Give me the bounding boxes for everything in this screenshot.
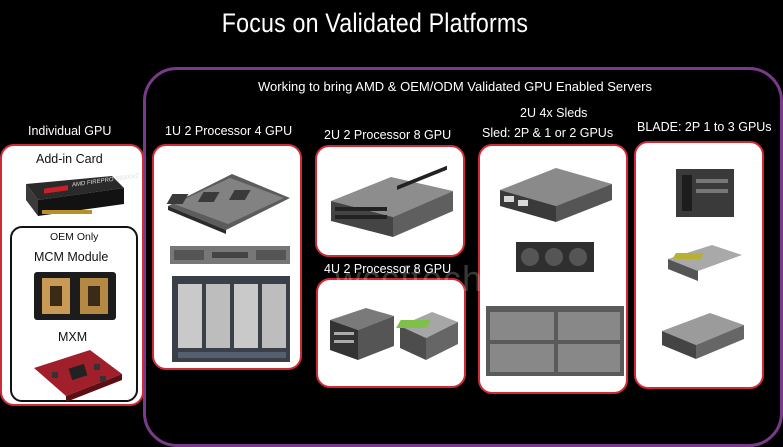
page-title: Focus on Validated Platforms [221, 8, 529, 38]
one-u-server-top-image [172, 276, 290, 362]
sleds-subheading: Sled: 2P & 1 or 2 GPUs [482, 126, 614, 140]
four-u-heading: 4U 2 Processor 8 GPU [324, 262, 452, 276]
mcm-module-label: MCM Module [34, 250, 109, 264]
individual-gpu-card: Add-in Card AMD FIREPRO S9300x2 OEM Only… [0, 144, 144, 406]
blade-server-image-2 [668, 245, 742, 281]
sleds-server-rear-image [516, 242, 594, 272]
one-u-server-front-image [170, 246, 290, 264]
four-u-server-front-image [330, 308, 394, 360]
sleds-heading: 2U 4x Sleds [520, 106, 588, 120]
mcm-module-image [34, 272, 116, 320]
two-u-heading: 2U 2 Processor 8 GPU [324, 128, 452, 142]
one-u-card [152, 144, 302, 370]
validated-servers-frame [143, 67, 783, 447]
mxm-label: MXM [58, 330, 88, 344]
four-u-server-open-image [396, 312, 458, 360]
addin-card-label: Add-in Card [36, 152, 103, 166]
one-u-server-open-image [166, 174, 290, 234]
four-u-card [316, 278, 466, 388]
oem-only-box: OEM Only MCM Module MXM [10, 226, 138, 402]
blade-card [634, 141, 764, 389]
blade-server-image-3 [662, 313, 744, 359]
addin-gpu-image: AMD FIREPRO S9300x2 [26, 173, 140, 216]
sleds-card [478, 144, 628, 394]
mxm-card-image [34, 350, 122, 402]
oem-only-label: OEM Only [50, 231, 99, 243]
two-u-card [315, 145, 465, 257]
sleds-server-front-image [486, 306, 624, 376]
blade-heading: BLADE: 2P 1 to 3 GPUs [637, 120, 772, 134]
servers-subtitle: Working to bring AMD & OEM/ODM Validated… [258, 79, 653, 94]
one-u-heading: 1U 2 Processor 4 GPU [165, 124, 293, 138]
sleds-server-chassis-image [500, 168, 612, 222]
blade-server-image-1 [676, 169, 734, 217]
two-u-server-image [331, 165, 453, 237]
individual-gpu-heading: Individual GPU [28, 124, 112, 138]
